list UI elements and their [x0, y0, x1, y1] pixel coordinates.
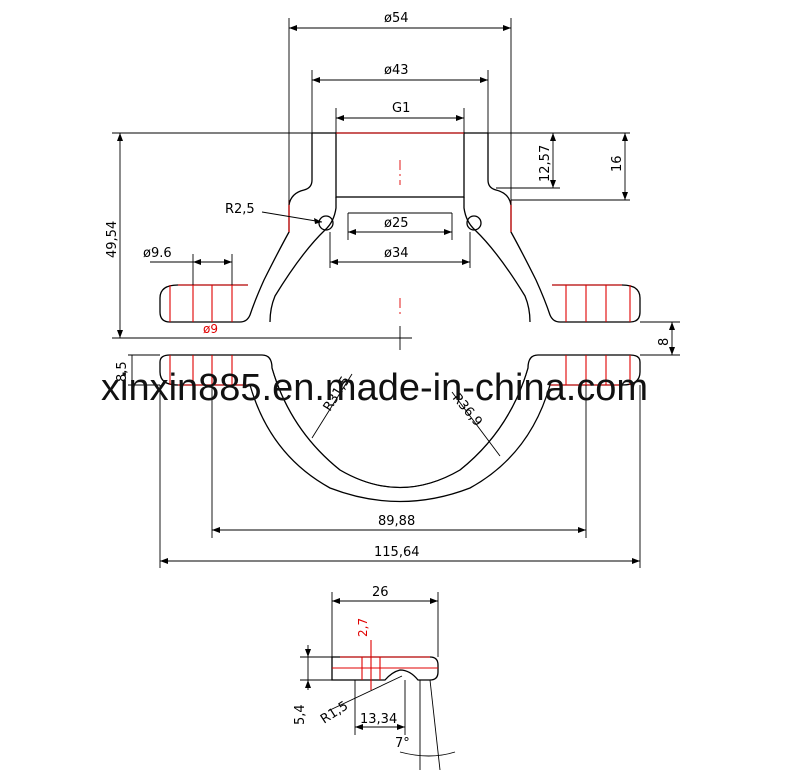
- dimension-lines: [112, 18, 680, 568]
- dim-d54: ø54: [384, 11, 409, 26]
- dim-w26: 26: [372, 585, 389, 600]
- dim-d25: ø25: [384, 216, 409, 231]
- dim-h54: 5,4: [293, 704, 308, 725]
- arrowheads: [117, 25, 675, 564]
- dim-r25: R2,5: [225, 202, 255, 217]
- dim-h16: 16: [610, 155, 625, 172]
- dim-h27: 2,7: [356, 618, 370, 637]
- dim-w1334: 13,34: [360, 712, 397, 727]
- lower-saddle-outline: [159, 354, 641, 503]
- red-highlights: [169, 132, 631, 386]
- dim-r15: R1,5: [318, 699, 351, 728]
- dim-d96: ø9.6: [143, 246, 172, 261]
- watermark-text: xinxin885.en.made-in-china.com: [101, 367, 648, 409]
- dim-h8: 8: [657, 338, 672, 346]
- dim-d9: ø9: [203, 322, 218, 336]
- dim-w11564: 115,64: [374, 545, 420, 560]
- dim-h1257: 12,57: [538, 145, 553, 182]
- dim-h4954: 49,54: [105, 221, 120, 258]
- dim-d43: ø43: [384, 63, 409, 78]
- dim-a7: 7°: [395, 736, 410, 751]
- section-detail: [300, 592, 456, 771]
- dim-g1: G1: [392, 101, 410, 116]
- upper-saddle-outline: [159, 132, 641, 323]
- dim-d34: ø34: [384, 246, 409, 261]
- center-mark: [388, 326, 412, 350]
- dim-h85: 8,5: [115, 361, 130, 382]
- dim-w8988: 89,88: [378, 514, 415, 529]
